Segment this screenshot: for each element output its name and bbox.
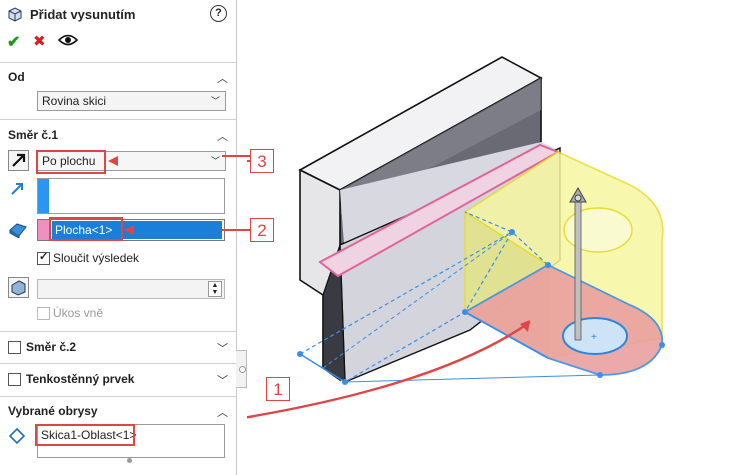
od-header-label: Od (8, 70, 25, 84)
handle-dot-icon (239, 366, 246, 373)
merge-result-label: Sloučit výsledek (53, 251, 140, 265)
chevron-up-icon[interactable]: ︿ (217, 73, 228, 85)
viewport-3d[interactable]: + (247, 0, 750, 475)
panel-title: Přidat vysunutím (30, 7, 136, 22)
callout-box-contour (35, 424, 135, 446)
thin-feature-checkbox[interactable] (8, 373, 21, 386)
direction-arrow-icon (10, 182, 24, 199)
thin-feature-header-label: Tenkostěnný prvek (26, 372, 135, 386)
smer1-section-header[interactable]: Směr č.1 ︿ (0, 124, 236, 146)
preview-eye-icon[interactable] (57, 33, 79, 47)
boss-hole-top (563, 207, 633, 253)
draft-outward-checkbox[interactable] (37, 307, 50, 320)
end-condition-select[interactable]: Po plochu ﹀ (37, 151, 226, 171)
callout-number-3: 3 (250, 149, 274, 173)
thin-feature-section-header[interactable]: Tenkostěnný prvek ﹀ (0, 368, 236, 390)
extrude-feature-icon (7, 6, 23, 22)
contours-section-header[interactable]: Vybrané obrysy ︿ (0, 400, 236, 422)
ok-button[interactable]: ✔ (7, 34, 21, 51)
face-selection-value[interactable]: Plocha<1> (55, 223, 113, 237)
spin-arrows-icon[interactable]: ▲▼ (208, 281, 222, 297)
merge-result-checkbox[interactable] (37, 250, 50, 265)
property-manager-panel: Přidat vysunutím ? ✔ ✖ Od ︿ Rovina skici… (0, 0, 237, 475)
draft-outward-label: Úkos vně (53, 306, 104, 320)
od-select-value: Rovina skici (42, 94, 107, 108)
smer2-section-header[interactable]: Směr č.2 ﹀ (0, 336, 236, 358)
contour-item[interactable]: Skica1-Oblast<1> (41, 428, 137, 442)
contour-diamond-icon (8, 427, 26, 447)
panel-collapse-handle[interactable] (236, 350, 247, 388)
extrude-direction-arrow (574, 199, 582, 341)
callout-arrowheads (108, 156, 134, 235)
reverse-direction-button[interactable] (8, 150, 29, 171)
chevron-down-icon[interactable]: ﹀ (217, 343, 228, 355)
chevron-down-icon: ﹀ (210, 96, 220, 106)
smer2-header-label: Směr č.2 (26, 340, 77, 354)
callout-number-1: 1 (266, 377, 290, 401)
cancel-button[interactable]: ✖ (33, 33, 46, 50)
help-icon[interactable]: ? (210, 5, 227, 22)
od-select[interactable]: Rovina skici ﹀ (37, 91, 226, 111)
chevron-up-icon[interactable]: ︿ (217, 407, 228, 419)
draft-toggle-button[interactable] (8, 277, 29, 298)
smer1-header-label: Směr č.1 (8, 128, 59, 142)
face-select-icon (8, 222, 28, 241)
draft-angle-spinbox[interactable]: ▲▼ (37, 279, 225, 299)
svg-text:+: + (591, 332, 597, 343)
callout-number-2: 2 (250, 218, 274, 242)
chevron-down-icon[interactable]: ﹀ (217, 375, 228, 387)
end-condition-value: Po plochu (42, 154, 96, 168)
resize-grip-icon[interactable] (127, 458, 132, 463)
chevron-down-icon: ﹀ (210, 156, 220, 166)
direction-vector-field[interactable] (37, 178, 225, 214)
callout-box-end-condition (36, 150, 106, 174)
callout-arrow-1 (247, 321, 531, 419)
smer2-checkbox[interactable] (8, 341, 21, 354)
chevron-up-icon[interactable]: ︿ (217, 131, 228, 143)
contours-header-label: Vybrané obrysy (8, 404, 98, 418)
callout-box-face (49, 217, 123, 241)
od-section-header[interactable]: Od ︿ (0, 66, 236, 88)
